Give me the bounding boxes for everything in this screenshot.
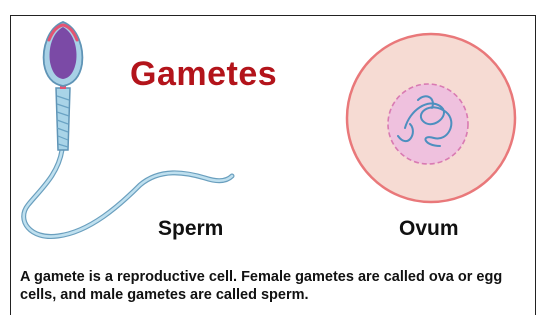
caption-text: A gamete is a reproductive cell. Female … [20,268,536,304]
ovum-nucleus [388,84,468,164]
ovum-label: Ovum [399,217,459,241]
sperm-midpiece [56,82,70,150]
ovum-cell [347,34,515,202]
sperm-label: Sperm [158,217,223,241]
diagram-title: Gametes [130,55,277,94]
sperm-head [44,22,83,86]
